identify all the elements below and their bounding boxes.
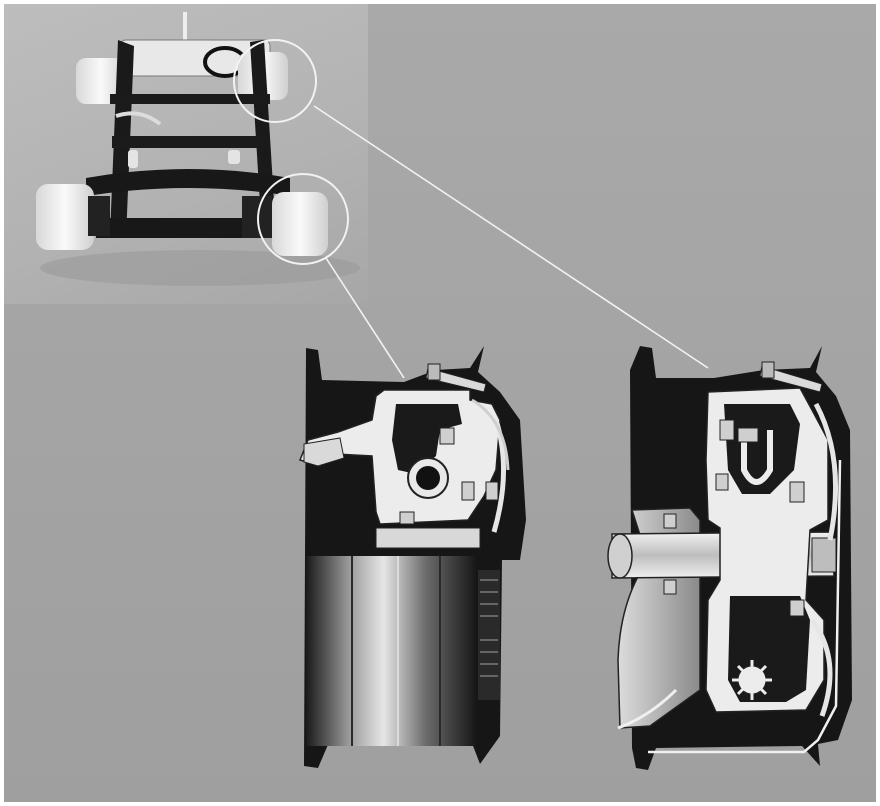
callout-line-front <box>325 257 405 379</box>
steering-column-icon <box>183 12 187 42</box>
chassis-photo <box>36 12 360 286</box>
front-wheel-cross-section <box>298 346 526 768</box>
callout-circle-rear <box>233 39 317 123</box>
tire-front-left <box>36 184 94 250</box>
callout-circle-front <box>257 173 349 265</box>
callout-line-rear <box>313 105 709 369</box>
tire-front-right <box>272 192 328 256</box>
rear-wheel-cross-section <box>607 346 852 770</box>
callouts <box>233 39 709 379</box>
gear-icon <box>732 660 772 700</box>
tire-rear-left <box>76 58 126 104</box>
